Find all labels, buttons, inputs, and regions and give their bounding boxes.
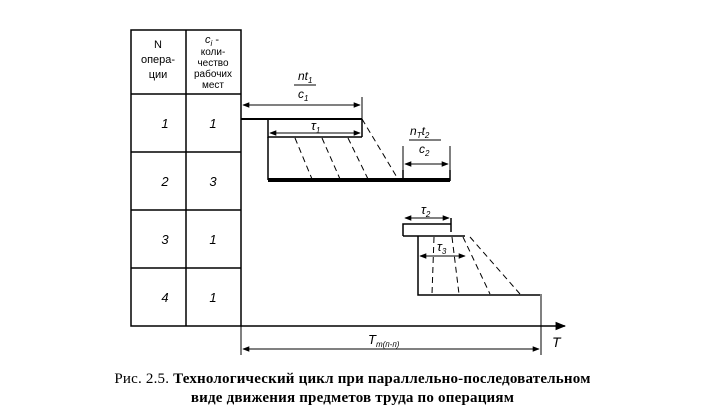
row-2-operation: 2: [160, 174, 169, 189]
row-1-operation: 1: [161, 116, 168, 131]
tau-1-label: τ1: [311, 118, 320, 135]
caption-text-1: Технологический цикл при параллельно-пос…: [173, 371, 591, 387]
row-2-workplaces: 3: [209, 174, 217, 189]
stage-2-denominator: c2: [419, 142, 430, 158]
header-n: N: [154, 39, 162, 51]
header-ci: ci -: [205, 34, 219, 48]
row-4-operation: 4: [161, 290, 168, 305]
operation-3-bars: [402, 218, 452, 236]
header-operation-1: опера-: [141, 54, 175, 66]
tau-3-label: τ3: [437, 239, 447, 256]
header-operation-2: ции: [149, 69, 168, 81]
row-1-workplaces: 1: [209, 116, 216, 131]
header-workplaces-1: коли-: [201, 47, 226, 58]
header-workplaces-3: рабочих: [194, 68, 232, 80]
stage-1-dimension: [242, 97, 363, 136]
row-3-operation: 3: [161, 232, 169, 247]
axis-label: T: [552, 334, 562, 350]
stage-1-numerator: nt1: [298, 69, 312, 85]
stage-2-numerator: nTt2: [410, 124, 430, 140]
tau-2-label: τ2: [421, 202, 431, 219]
header-workplaces-2: чество: [197, 58, 229, 69]
stage-2-dimension: [402, 146, 451, 170]
operations-table: [130, 29, 242, 327]
transfer-lines: [294, 118, 521, 295]
row-4-workplaces: 1: [209, 290, 216, 305]
time-axis: [240, 294, 567, 355]
operation-4-bars: [403, 235, 540, 296]
operation-2-bars: [267, 137, 451, 182]
header-workplaces-4: мест: [202, 80, 224, 91]
row-3-workplaces: 1: [209, 232, 216, 247]
operation-1-bars: [241, 118, 363, 138]
stage-1-denominator: c1: [298, 87, 308, 103]
figure-caption-line-2: виде движения предметов труда по операци…: [190, 390, 515, 406]
figure-number: Рис. 2.5.: [114, 371, 170, 387]
total-cycle-label: Tт(п-п): [368, 332, 400, 349]
figure-caption-line-1: Рис. 2.5. Технологический цикл при парал…: [0, 370, 705, 389]
